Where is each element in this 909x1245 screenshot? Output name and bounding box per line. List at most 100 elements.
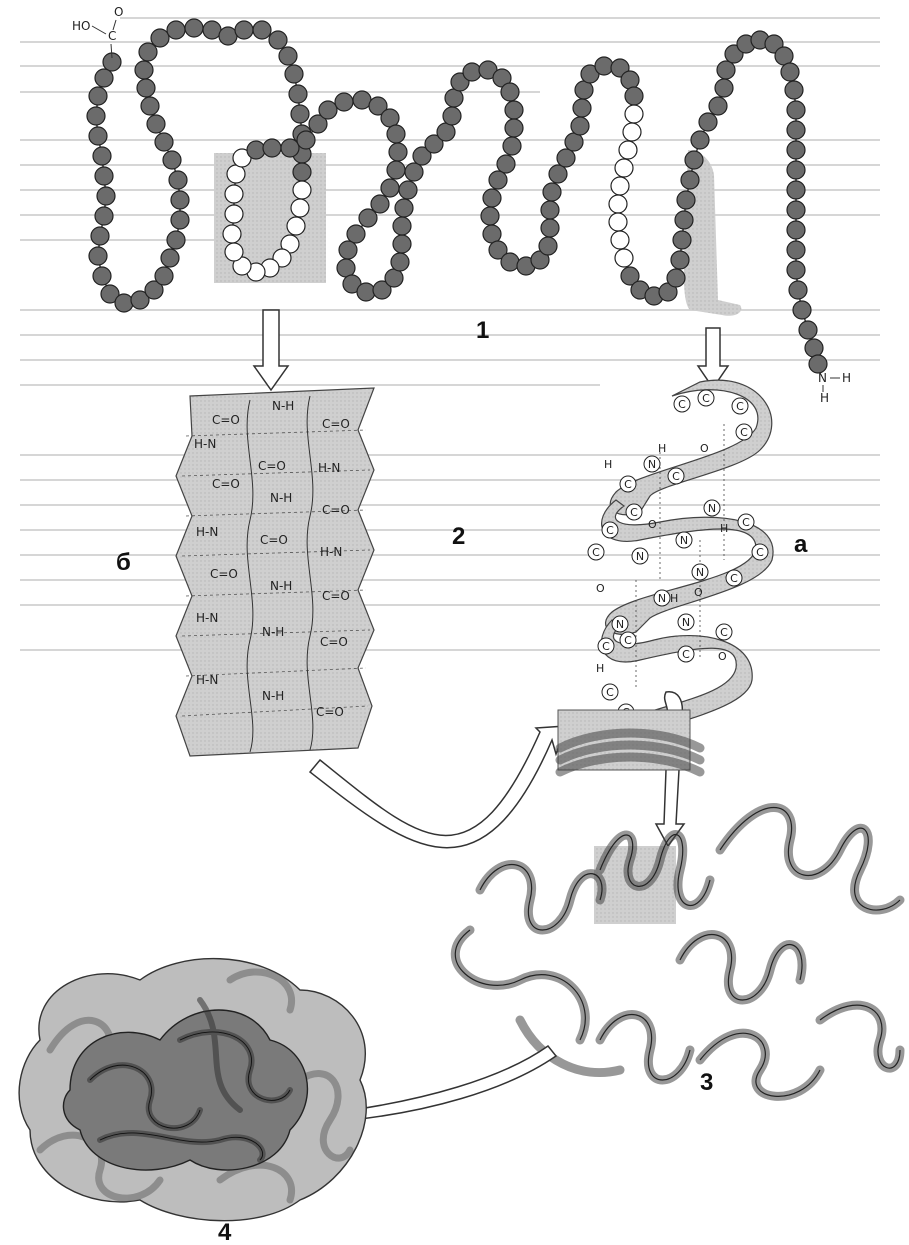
sheet-hn-2: H-N [318, 461, 340, 475]
amino-acid-bead [699, 113, 717, 131]
quaternary-structure [19, 959, 366, 1221]
sheet-hn-6: H-N [196, 673, 218, 687]
amino-acid-bead [685, 151, 703, 169]
amino-acid-bead [163, 151, 181, 169]
amino-acid-bead [155, 267, 173, 285]
amino-acid-bead [235, 21, 253, 39]
amino-acid-bead [225, 205, 243, 223]
sheet-hn-3: H-N [196, 525, 218, 539]
amino-acid-bead [225, 185, 243, 203]
amino-acid-bead [347, 225, 365, 243]
amino-acid-bead [387, 161, 405, 179]
amino-acid-bead [359, 209, 377, 227]
carboxyl-oh-label: HO [72, 19, 90, 33]
label-alpha-helix: а [794, 531, 808, 558]
sheet-co-5: C=O [322, 503, 350, 517]
arrow-primary-to-helix [698, 328, 728, 388]
amino-acid-bead [339, 241, 357, 259]
helix-atom-label: C [702, 392, 710, 405]
amino-acid-bead [505, 119, 523, 137]
sheet-hn-5: H-N [196, 611, 218, 625]
sheet-co-3: C=O [258, 459, 286, 473]
helix-h-3: H [670, 592, 678, 605]
amino-acid-bead [293, 163, 311, 181]
amino-acid-bead [611, 231, 629, 249]
amino-acid-bead [673, 231, 691, 249]
amino-acid-bead [615, 249, 633, 267]
sheet-co-1: C=O [212, 413, 240, 427]
amino-acid-bead [625, 87, 643, 105]
helix-h-2: H [720, 522, 728, 535]
helix-atom-label: C [602, 640, 610, 653]
helix-atom-label: N [636, 550, 644, 563]
helix-o-4: O [694, 586, 703, 599]
amino-acid-bead [541, 201, 559, 219]
amino-acid-bead [505, 101, 523, 119]
label-quaternary-structure: 4 [218, 1219, 232, 1245]
amino-acid-bead [93, 147, 111, 165]
amino-acid-bead [787, 101, 805, 119]
helix-o-2: O [648, 518, 657, 531]
helix-atom-label: C [730, 572, 738, 585]
amino-acid-bead [787, 181, 805, 199]
amino-acid-bead [565, 133, 583, 151]
amino-acid-bead [595, 57, 613, 75]
amino-acid-bead [161, 249, 179, 267]
sheet-nh-2: N-H [270, 491, 292, 505]
amino-acid-bead [389, 143, 407, 161]
amino-acid-bead [95, 69, 113, 87]
amino-acid-bead [337, 259, 355, 277]
amino-acid-bead [89, 127, 107, 145]
helix-o-1: O [700, 442, 709, 455]
amino-acid-bead [787, 221, 805, 239]
helix-atom-label: C [720, 626, 728, 639]
helix-atom-label: C [756, 546, 764, 559]
amino-acid-bead [793, 301, 811, 319]
amino-acid-bead [615, 159, 633, 177]
amino-acid-bead [549, 165, 567, 183]
amino-acid-bead [539, 237, 557, 255]
amino-acid-bead [141, 97, 159, 115]
amino-acid-bead [115, 294, 133, 312]
amino-acid-bead [787, 201, 805, 219]
amino-acid-bead [395, 199, 413, 217]
helix-atom-label: C [682, 648, 690, 661]
helix-h-4: H [596, 662, 604, 675]
amino-acid-bead [381, 179, 399, 197]
amino-acid-bead [609, 195, 627, 213]
amino-acid-bead [623, 123, 641, 141]
amino-acid-bead [393, 217, 411, 235]
carboxyl-c-label: C [108, 29, 116, 43]
helix-atom-label: C [630, 506, 638, 519]
amino-acid-bead [503, 137, 521, 155]
amino-acid-bead [481, 207, 499, 225]
helix-atom-label: C [742, 516, 750, 529]
amino-acid-bead [671, 251, 689, 269]
amino-acid-bead [483, 189, 501, 207]
amino-acid-bead [675, 211, 693, 229]
amino-acid-bead [137, 79, 155, 97]
helix-atom-label: C [736, 400, 744, 413]
amino-acid-bead [785, 81, 803, 99]
amino-acid-bead [89, 87, 107, 105]
amino-n-label: N [818, 371, 827, 385]
helix-atom-label: N [648, 458, 656, 471]
amino-acid-bead [353, 91, 371, 109]
helix-atom-label: C [678, 398, 686, 411]
sheet-co-2: C=O [322, 417, 350, 431]
amino-acid-bead [285, 65, 303, 83]
amino-acid-bead [787, 161, 805, 179]
amino-acid-bead [691, 131, 709, 149]
amino-acid-bead [463, 63, 481, 81]
sheet-co-6: C=O [260, 533, 288, 547]
amino-acid-bead [393, 235, 411, 253]
amino-acid-bead [169, 171, 187, 189]
sheet-co-8: C=O [322, 589, 350, 603]
amino-h2-label: H [820, 391, 829, 405]
amino-acid-bead [573, 99, 591, 117]
beta-pleated-sheet: C=O N-H C=O H-N C=O H-N C=O N-H C=O H-N … [176, 388, 374, 756]
amino-acid-bead [287, 217, 305, 235]
amino-acid-bead [667, 269, 685, 287]
amino-acid-bead [381, 109, 399, 127]
sheet-co-10: C=O [316, 705, 344, 719]
